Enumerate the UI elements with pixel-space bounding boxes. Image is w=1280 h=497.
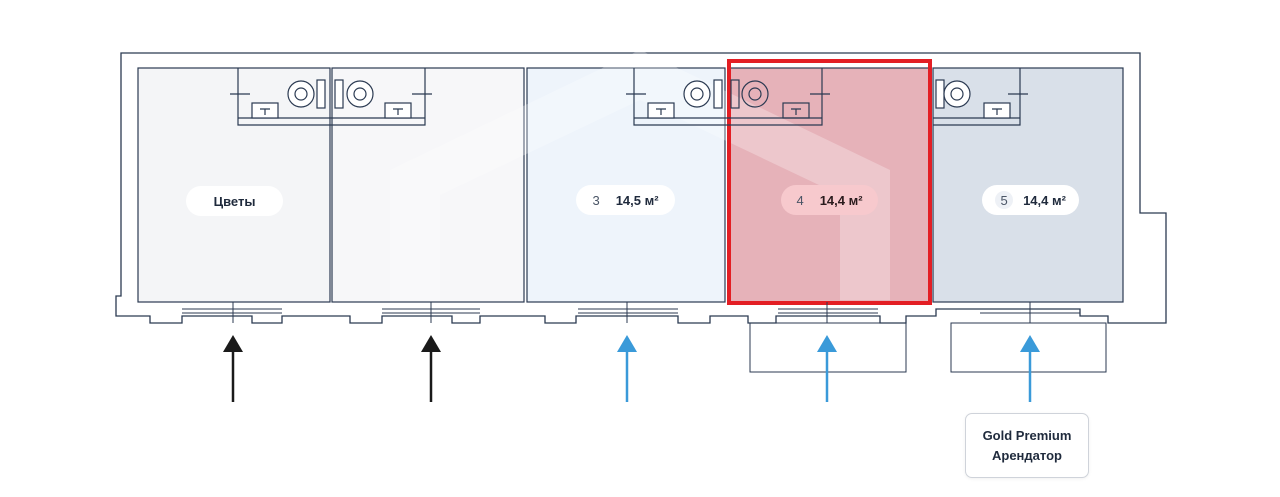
toilet-icon xyxy=(287,79,326,109)
entrance-arrow-icon xyxy=(223,335,243,402)
entrance-arrow-icon xyxy=(617,335,637,402)
toilet-icon xyxy=(935,79,971,109)
unit-2-floor[interactable] xyxy=(331,67,525,303)
tenant-card[interactable]: Gold Premium Арендатор xyxy=(965,413,1089,478)
tenant-name: Gold Premium xyxy=(982,427,1072,443)
toilet-icon xyxy=(683,79,723,109)
unit-5-area: 14,4 м² xyxy=(1023,192,1066,208)
sink-icon xyxy=(384,102,412,119)
unit-1-name: Цветы xyxy=(213,193,256,209)
entrance-arrow-icon xyxy=(1020,335,1040,402)
unit-5-number: 5 xyxy=(995,191,1014,209)
unit-3-label[interactable]: 3 14,5 м² xyxy=(576,185,675,215)
unit-4-label[interactable]: 4 14,4 м² xyxy=(781,185,878,215)
entrance-arrow-icon xyxy=(817,335,837,402)
unit-4-selection-border xyxy=(727,59,932,305)
unit-1-label[interactable]: Цветы xyxy=(186,186,283,216)
sink-icon xyxy=(647,102,675,119)
entrance-arrow-icon xyxy=(421,335,441,402)
storefront-windows xyxy=(182,302,1080,323)
watermark-shape xyxy=(390,50,890,300)
sink-icon xyxy=(251,102,279,119)
tenant-status: Арендатор xyxy=(992,447,1062,463)
sink-icon xyxy=(782,102,810,119)
unit-3-area: 14,5 м² xyxy=(615,192,659,208)
unit-4-area: 14,4 м² xyxy=(819,192,863,208)
unit-3-number: 3 xyxy=(592,192,600,208)
porch-unit-5 xyxy=(950,322,1107,373)
unit-5-label[interactable]: 5 14,4 м² xyxy=(982,185,1079,215)
toilet-icon xyxy=(730,79,769,109)
sink-icon xyxy=(983,102,1011,119)
toilet-icon xyxy=(334,79,374,109)
outer-wall xyxy=(115,52,1167,324)
unit-4-number: 4 xyxy=(796,192,804,208)
